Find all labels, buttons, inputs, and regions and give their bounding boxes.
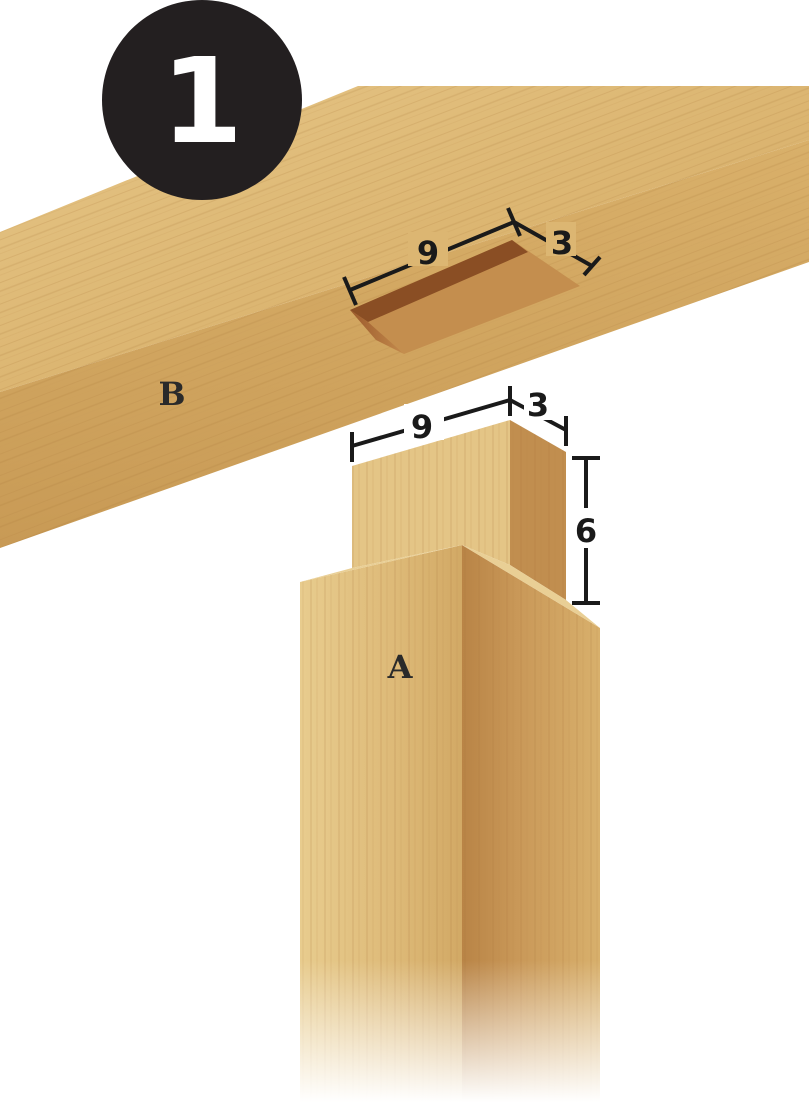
tenon-length-value: 9 — [411, 408, 433, 446]
step-number: 1 — [161, 32, 243, 170]
mortise-width-dimension: 3 — [513, 220, 602, 277]
tenon-width-value: 3 — [527, 386, 549, 424]
mortise-width-value: 3 — [551, 224, 573, 262]
tenon-height-value: 6 — [575, 512, 597, 550]
post-a — [290, 420, 610, 1102]
tenon-length-dimension: 9 — [350, 386, 512, 462]
beam-label: B — [158, 375, 185, 413]
tenon-width-dimension: 3 — [509, 386, 568, 446]
beam-b — [0, 86, 809, 548]
step-badge: 1 — [102, 0, 302, 200]
mortise-length-value: 9 — [417, 234, 439, 272]
mortise-length-dimension: 9 — [342, 207, 522, 306]
mortise — [350, 240, 580, 354]
tenon-height-dimension: 6 — [568, 456, 604, 605]
post-label: A — [387, 648, 414, 686]
